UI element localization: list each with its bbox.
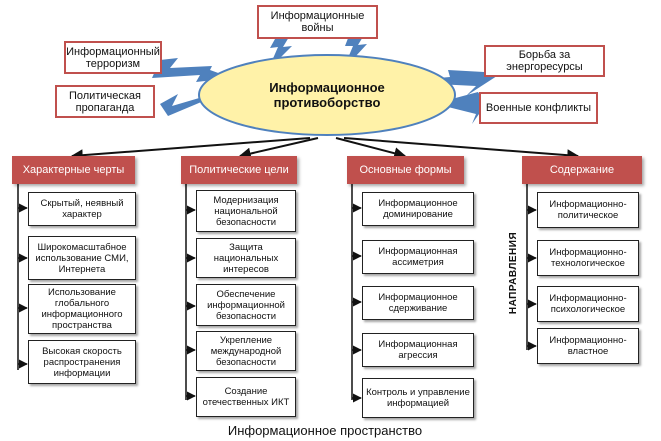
threat-label-info-terrorism: Информационный терроризм [64, 41, 162, 74]
lightning-bolt-icon [152, 58, 232, 82]
content-item: Информационно-властное [537, 328, 639, 364]
column-header-content: Содержание [522, 156, 642, 184]
center-ellipse [198, 54, 456, 136]
content-item: Информационно-технологическое [537, 240, 639, 276]
center-title: Информационное противоборство [269, 80, 385, 110]
directions-label: НАПРАВЛЕНИЯ [507, 231, 519, 315]
form-item: Информационная агрессия [362, 333, 474, 367]
column-header-features: Характерные черты [12, 156, 135, 184]
footer-caption: Информационное пространство [227, 423, 423, 438]
feature-item: Использование глобального информационног… [28, 284, 136, 334]
goal-item: Модернизация национальной безопасности [196, 190, 296, 232]
form-item: Контроль и управление информацией [362, 378, 474, 418]
form-item: Информационная ассиметрия [362, 240, 474, 274]
content-item: Информационно-политическое [537, 192, 639, 228]
feature-item: Высокая скорость распространения информа… [28, 340, 136, 384]
threat-label-propaganda: Политическая пропаганда [55, 85, 155, 118]
goal-item: Обеспечение информационной безопасности [196, 284, 296, 326]
goal-item: Защита национальных интересов [196, 238, 296, 278]
content-item: Информационно-психологическое [537, 286, 639, 322]
feature-item: Скрытый, неявный характер [28, 192, 136, 226]
goal-item: Создание отечественных ИКТ [196, 377, 296, 417]
threat-label-energy: Борьба за энергоресурсы [484, 45, 605, 77]
feature-item: Широкомасштабное использование СМИ, Инте… [28, 236, 136, 280]
goal-item: Укрепление международной безопасности [196, 331, 296, 371]
column-header-forms: Основные формы [347, 156, 464, 184]
column-header-goals: Политические цели [181, 156, 297, 184]
form-item: Информационное сдерживание [362, 286, 474, 320]
threat-label-info-wars: Информационные войны [257, 5, 378, 39]
form-item: Информационное доминирование [362, 192, 474, 226]
threat-label-military: Военные конфликты [479, 92, 598, 124]
